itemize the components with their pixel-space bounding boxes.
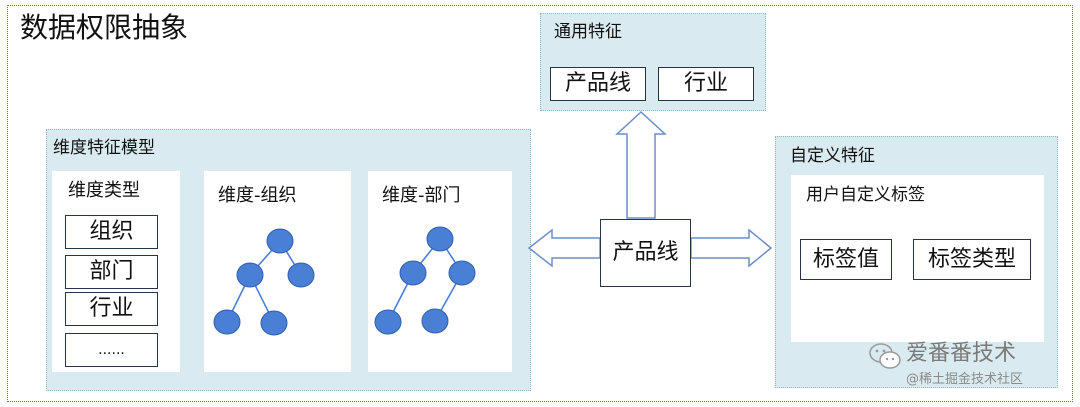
custom-tag-title: 用户自定义标签 <box>806 185 925 205</box>
dept-tree-title: 维度-部门 <box>382 185 461 206</box>
tree-node <box>421 308 449 334</box>
dimension-type-org: 组织 <box>65 215 158 249</box>
common-feature-product-line: 产品线 <box>550 67 646 101</box>
tree-node <box>266 228 294 254</box>
org-tree-card: 维度-组织 <box>204 171 351 372</box>
custom-tag-card: 用户自定义标签 标签值 标签类型 <box>791 175 1044 342</box>
custom-tag-value: 标签值 <box>800 239 892 280</box>
dimension-type-industry: 行业 <box>65 292 158 326</box>
custom-features-title: 自定义特征 <box>790 146 875 166</box>
tree-node <box>287 262 315 288</box>
dept-tree-graphic <box>374 226 476 335</box>
org-tree-title: 维度-组织 <box>218 185 297 206</box>
arrow-up-icon <box>615 110 667 219</box>
common-features-panel: 通用特征 产品线 行业 <box>540 13 766 111</box>
common-features-title: 通用特征 <box>554 22 622 42</box>
common-feature-industry: 行业 <box>658 67 754 101</box>
center-product-line: 产品线 <box>600 219 691 287</box>
arrow-left-icon <box>527 228 601 268</box>
tree-node <box>260 310 288 336</box>
arrow-right-icon <box>690 228 773 268</box>
org-tree-graphic <box>213 228 315 336</box>
tree-node <box>399 260 427 286</box>
tree-node <box>374 309 402 335</box>
watermark: 爱番番技术 @稀土掘金技术社区 <box>868 340 1068 398</box>
diagram-frame <box>7 5 1073 402</box>
wechat-icon <box>869 343 901 369</box>
dimension-types-title: 维度类型 <box>68 180 140 201</box>
tree-node <box>236 262 264 288</box>
dimension-types-card: 维度类型 组织 部门 行业 ...... <box>52 171 180 372</box>
custom-tag-type: 标签类型 <box>913 239 1031 280</box>
watermark-source: @稀土掘金技术社区 <box>906 372 1024 387</box>
tree-node <box>213 309 241 335</box>
diagram-title: 数据权限抽象 <box>20 11 189 44</box>
dimension-model-panel: 维度特征模型 维度类型 组织 部门 行业 ...... 维度-组织 维 <box>46 129 531 391</box>
custom-features-panel: 自定义特征 用户自定义标签 标签值 标签类型 <box>775 136 1058 388</box>
dimension-type-dept: 部门 <box>65 255 158 289</box>
dept-tree-card: 维度-部门 <box>368 171 512 372</box>
dimension-model-title: 维度特征模型 <box>53 138 155 158</box>
tree-node <box>448 260 476 286</box>
watermark-brand: 爱番番技术 <box>906 341 1017 366</box>
tree-node <box>426 226 454 252</box>
dimension-type-more: ...... <box>65 333 158 367</box>
